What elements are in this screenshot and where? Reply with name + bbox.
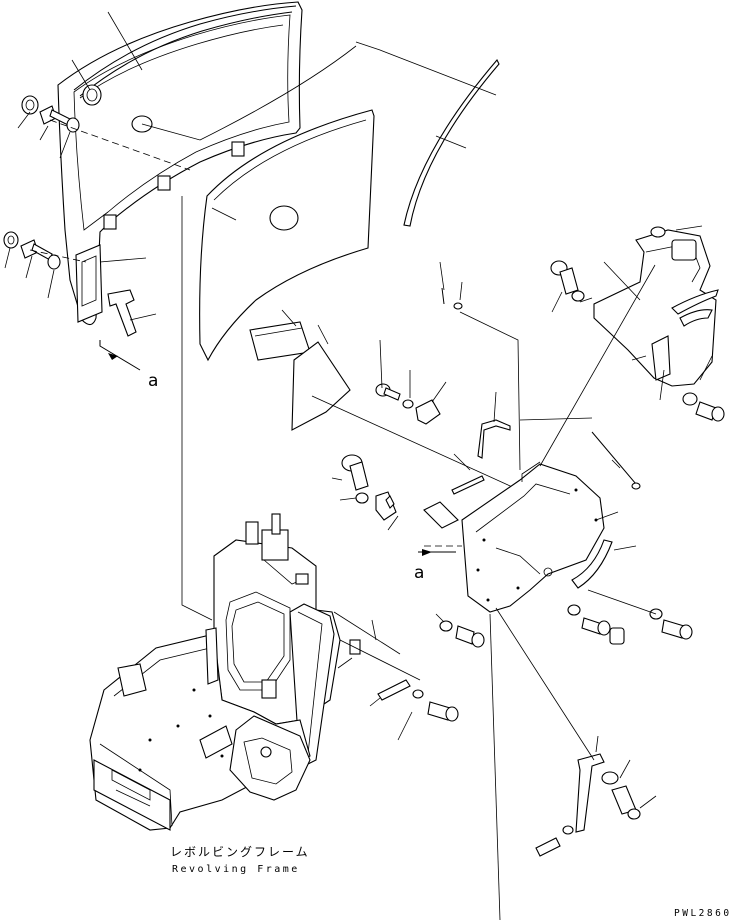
bolt-frame: [377, 679, 459, 722]
foam-pad-large: [291, 341, 351, 431]
grommet-ring: [82, 84, 102, 106]
bolt-upper-right: [550, 260, 585, 302]
bolt-set-lower: [3, 231, 61, 270]
l-rod: [477, 419, 511, 459]
insulation-pad: [199, 109, 375, 362]
drawing-code: PWL2860: [674, 908, 732, 919]
pin-small: [441, 287, 463, 310]
curved-seal-small: [571, 539, 613, 589]
revolving-frame: [89, 513, 361, 831]
callout-pad: [211, 207, 237, 221]
callouts-mid: [379, 339, 497, 471]
bolt-cover-left: [439, 620, 485, 648]
bolt-far-right: [649, 608, 693, 640]
latch-rod: [591, 431, 641, 490]
view-arrow-a-right: [418, 545, 462, 556]
flat-strip: [451, 475, 485, 495]
bolt-strap-left: [535, 825, 574, 857]
fender-panel: [57, 1, 303, 326]
clip-block: [415, 399, 441, 425]
upper-bracket-assembly: [593, 226, 719, 387]
side-cover-box: [461, 461, 605, 613]
bolt-cover-right: [567, 604, 625, 645]
bolt-strap: [601, 771, 641, 820]
latch-small: [375, 491, 397, 521]
weather-strip: [403, 59, 500, 227]
view-label-a-left: a: [148, 371, 158, 391]
view-arrow-a-left: [99, 340, 141, 371]
callouts-mid-2: [331, 477, 399, 531]
strap-bracket: [575, 753, 605, 833]
foam-pad-small: [249, 321, 311, 361]
bolt-mid-2: [341, 454, 369, 504]
edge-seal: [73, 5, 297, 97]
shim-plate: [423, 501, 459, 529]
frame-caption-english: Revolving Frame: [172, 864, 300, 875]
mounting-bracket: [107, 289, 137, 337]
bolt-mid-1: [375, 383, 414, 409]
callouts-cover: [519, 417, 637, 551]
frame-caption-japanese: レボルビングフレーム: [170, 845, 310, 859]
callouts-left: [4, 11, 157, 321]
callouts-right-upper: [551, 225, 713, 401]
callout-strip: [435, 135, 467, 149]
view-label-a-right: a: [414, 563, 424, 583]
bolt-set-upper: [21, 95, 80, 133]
bolt-right-side: [682, 392, 725, 422]
